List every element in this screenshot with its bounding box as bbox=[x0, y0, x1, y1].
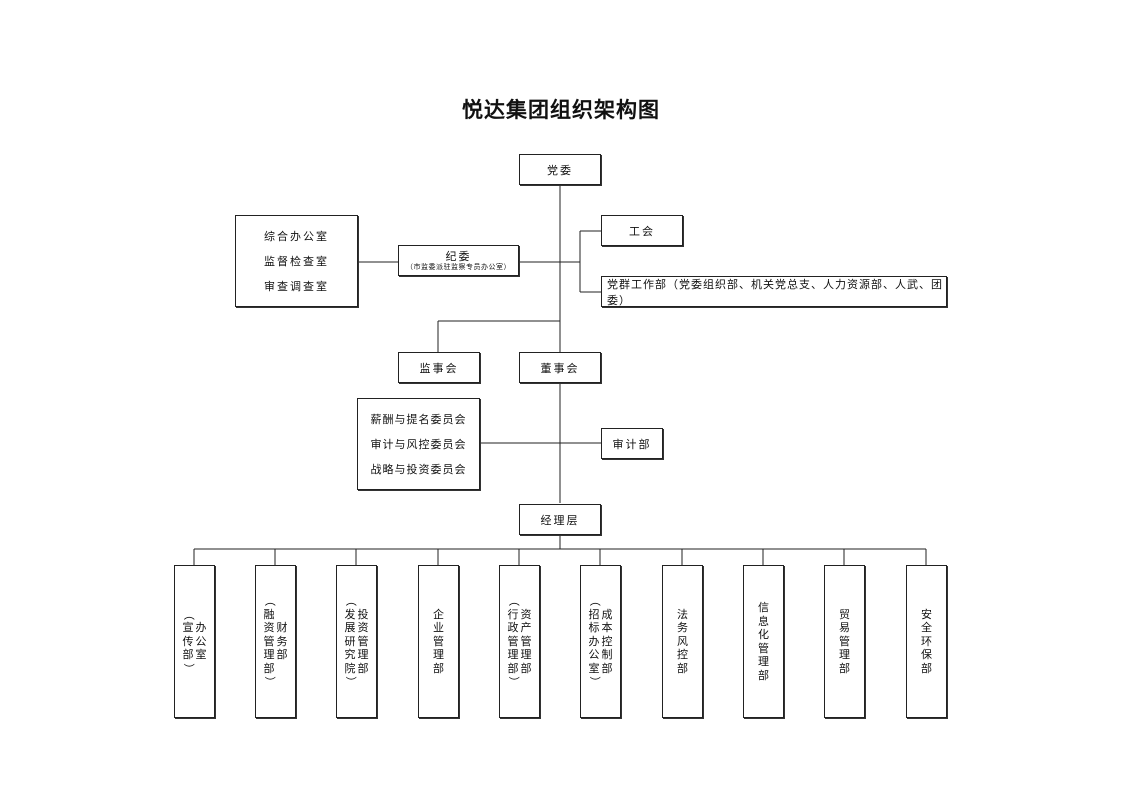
department-label-column: 安全环保部 bbox=[921, 607, 932, 675]
party-work-dept-label: 党群工作部（党委组织部、机关党总支、人力资源部、人武、团委） bbox=[607, 277, 943, 307]
party-work-dept-box: 党群工作部（党委组织部、机关党总支、人力资源部、人武、团委） bbox=[601, 276, 947, 307]
department-label-column: 办公室 bbox=[195, 621, 207, 662]
department-box: 安全环保部 bbox=[906, 565, 947, 718]
board-label: 董事会 bbox=[540, 361, 580, 375]
discipline-box: 纪委 （市监委派驻监察专员办公室） bbox=[398, 245, 519, 276]
department-label-column: 贸易管理部 bbox=[839, 607, 850, 675]
audit-dept-label: 审计部 bbox=[612, 437, 652, 451]
discipline-office-item: 审查调查室 bbox=[264, 279, 329, 293]
department-box: 成本控制部（招标办公室） bbox=[580, 565, 621, 718]
department-box: 资产管理部（行政管理部） bbox=[499, 565, 540, 718]
union-box: 工会 bbox=[601, 215, 683, 246]
department-box: 财务部（融资管理部） bbox=[255, 565, 296, 718]
supervisory-board-label: 监事会 bbox=[419, 361, 459, 375]
department-box: 办公室（宣传部） bbox=[174, 565, 215, 718]
discipline-offices-box: 综合办公室 监督检查室 审查调查室 bbox=[235, 215, 358, 307]
department-box: 信息化管理部 bbox=[743, 565, 784, 718]
department-label-column: 投资管理部 bbox=[357, 607, 369, 675]
board-box: 董事会 bbox=[519, 352, 601, 383]
committee-item: 战略与投资委员会 bbox=[370, 462, 467, 476]
party-committee-label: 党委 bbox=[547, 163, 573, 177]
discipline-sub-label: （市监委派驻监察专员办公室） bbox=[406, 262, 511, 271]
department-label-column: 信息化管理部 bbox=[758, 601, 769, 682]
discipline-office-item: 监督检查室 bbox=[264, 254, 329, 268]
committee-item: 审计与风控委员会 bbox=[370, 437, 467, 451]
discipline-label: 纪委 bbox=[445, 249, 472, 263]
department-box: 法务风控部 bbox=[662, 565, 703, 718]
management-label: 经理层 bbox=[540, 513, 580, 527]
discipline-office-item: 综合办公室 bbox=[264, 230, 329, 244]
party-committee-box: 党委 bbox=[519, 154, 601, 185]
department-label-column: （宣传部） bbox=[181, 609, 195, 674]
chart-title: 悦达集团组织架构图 bbox=[462, 97, 660, 122]
department-label-column: （行政管理部） bbox=[506, 595, 520, 688]
department-label-column: 财务部 bbox=[276, 621, 288, 662]
department-label-column: （融资管理部） bbox=[262, 595, 276, 688]
committee-item: 薪酬与提名委员会 bbox=[370, 413, 467, 427]
committees-box: 薪酬与提名委员会 审计与风控委员会 战略与投资委员会 bbox=[357, 398, 480, 490]
department-label-column: 法务风控部 bbox=[677, 607, 688, 675]
department-label-column: （发展研究院） bbox=[343, 595, 357, 688]
department-label-column: 资产管理部 bbox=[520, 607, 532, 675]
supervisory-board-box: 监事会 bbox=[398, 352, 480, 383]
management-box: 经理层 bbox=[519, 504, 601, 535]
department-label-column: 成本控制部 bbox=[601, 607, 613, 675]
department-box: 投资管理部（发展研究院） bbox=[336, 565, 377, 718]
department-label-column: （招标办公室） bbox=[587, 595, 601, 688]
audit-dept-box: 审计部 bbox=[601, 428, 663, 459]
department-label-column: 企业管理部 bbox=[433, 607, 444, 675]
department-box: 贸易管理部 bbox=[824, 565, 865, 718]
department-box: 企业管理部 bbox=[418, 565, 459, 718]
union-label: 工会 bbox=[629, 224, 655, 238]
